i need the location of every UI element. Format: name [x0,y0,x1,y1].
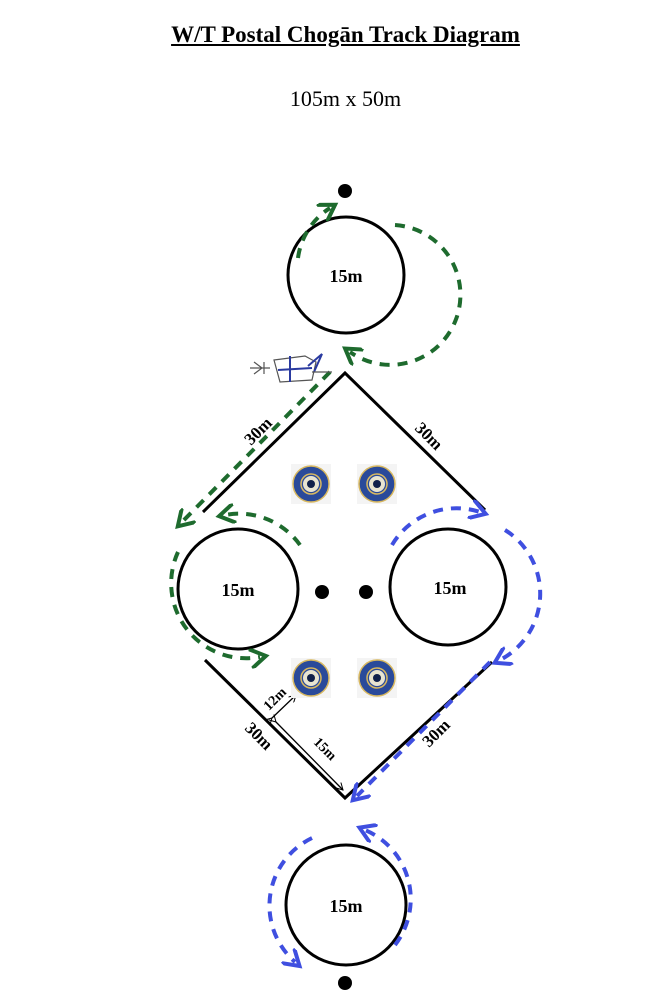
green-route [169,208,463,658]
bottom-right-length: 30m [418,715,453,750]
right-circle-label: 15m [434,578,467,598]
rider-icon [250,353,332,383]
partial-measure: 15m [310,735,339,764]
target-icon [356,657,398,699]
marker-dot [338,184,352,198]
target-icon [290,463,332,505]
dimensions-subtitle: 105m x 50m [289,86,402,111]
left-circle-label: 15m [222,580,255,600]
right-circle [388,527,508,647]
top-left-length: 30m [240,413,275,448]
marker-dot [315,585,329,599]
page-title: W/T Postal Chogān Track Diagram [171,22,520,47]
top-right-length: 30m [411,418,446,453]
bottom-circle-label: 15m [330,896,363,916]
marker-dot [359,585,373,599]
top-circle-label: 15m [330,266,363,286]
target-icon [356,463,398,505]
bottom-circle [284,843,408,967]
left-circle [176,527,300,651]
track-lines [201,370,494,801]
measure-arrows [272,695,343,790]
top-circle [286,215,406,335]
target-icon [290,657,332,699]
marker-dot [338,976,352,990]
offset-measure: 12m [261,685,290,714]
blue-route [267,508,543,962]
